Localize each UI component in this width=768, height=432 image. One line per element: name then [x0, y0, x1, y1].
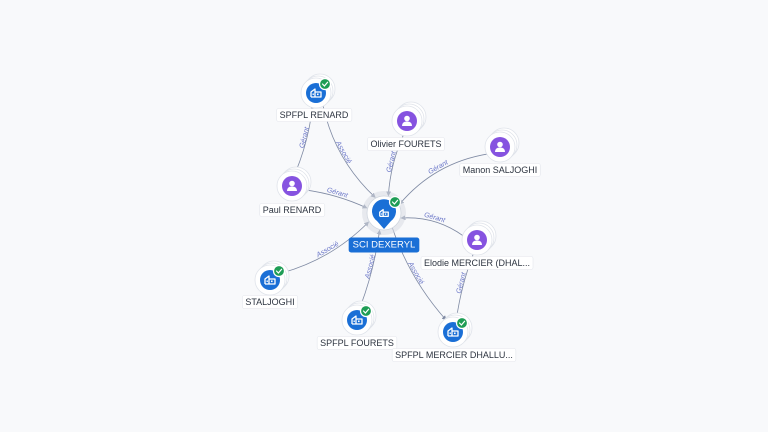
edge-label: Gérant [326, 187, 350, 200]
node-label-text: Elodie MERCIER (DHAL... [424, 258, 530, 268]
edge-line [400, 215, 464, 237]
node-label-text: STALJOGHI [245, 297, 294, 307]
node-spfpl-fourets[interactable]: SPFPL FOURETS [316, 300, 398, 350]
verified-check-icon [455, 316, 469, 330]
person-icon [490, 137, 510, 157]
nodes-layer: SPFPL RENARD Olivier FOURETS Manon SALJOGH… [242, 73, 541, 362]
node-label-text: Paul RENARD [263, 205, 322, 215]
node-label: Olivier FOURETS [367, 137, 445, 151]
center-label-text: SCI DEXERYL [353, 240, 416, 251]
node-label-text: Manon SALJOGHI [463, 165, 538, 175]
person-icon [397, 111, 417, 131]
center-node-sci-dexeryl[interactable]: SCI DEXERYL [348, 191, 420, 253]
verified-check-icon [388, 195, 402, 209]
edge-label: Gérant [423, 212, 447, 225]
node-manon-saljoghi[interactable]: Manon SALJOGHI [459, 127, 541, 177]
edge-label: Gérant [386, 150, 398, 173]
node-paul-renard[interactable]: Paul RENARD [259, 166, 326, 217]
edge-label: Associé [334, 139, 353, 165]
node-label: Elodie MERCIER (DHAL... [420, 256, 534, 270]
node-staljoghi[interactable]: STALJOGHI [242, 260, 298, 309]
edge-label: Gérant [299, 125, 311, 148]
node-label-text: Olivier FOURETS [370, 139, 441, 149]
node-label-text: SPFPL FOURETS [320, 338, 394, 348]
center-label: SCI DEXERYL [348, 237, 420, 253]
node-elodie-mercier-dhal[interactable]: Elodie MERCIER (DHAL... [420, 220, 534, 270]
building-pin-icon [372, 199, 396, 229]
node-label-text: SPFPL RENARD [280, 110, 349, 120]
node-label: Paul RENARD [259, 203, 326, 217]
node-spfpl-renard[interactable]: SPFPL RENARD [276, 73, 353, 122]
node-label-text: SPFPL MERCIER DHALLU... [395, 350, 513, 360]
verified-check-icon [272, 264, 286, 278]
node-spfpl-mercier-dhallu[interactable]: SPFPL MERCIER DHALLU... [391, 312, 517, 362]
edge-label: Gérant [427, 159, 450, 176]
verified-check-icon [359, 304, 373, 318]
edge-manon-sci[interactable]: Gérant [399, 153, 488, 205]
node-label: SPFPL RENARD [276, 108, 353, 122]
node-label: Manon SALJOGHI [459, 163, 541, 177]
edge-elodie-sci[interactable]: Gérant [400, 212, 464, 237]
person-icon [282, 176, 302, 196]
person-icon [467, 230, 487, 250]
verified-check-icon [318, 77, 332, 91]
edge-line [281, 221, 370, 274]
node-label: STALJOGHI [242, 295, 298, 309]
node-label: SPFPL FOURETS [316, 336, 398, 350]
node-olivier-fourets[interactable]: Olivier FOURETS [367, 101, 445, 151]
edge-line [305, 189, 368, 209]
edge-line [399, 153, 488, 205]
node-label: SPFPL MERCIER DHALLU... [391, 348, 517, 362]
edge-label: Gérant [456, 271, 468, 294]
edge-label: Associé [315, 241, 341, 260]
edge-label: Associé [364, 254, 377, 281]
